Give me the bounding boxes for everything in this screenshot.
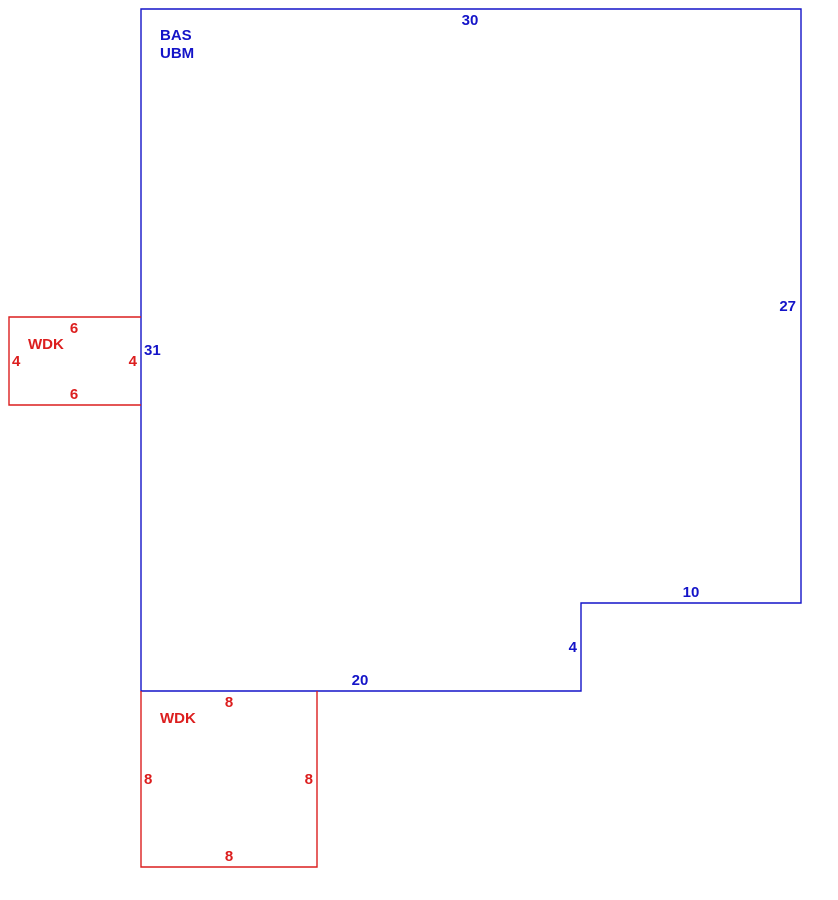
deck-left-dim-right: 4 <box>129 353 138 370</box>
deck-left-dim-bottom: 6 <box>70 386 78 403</box>
deck-left-dim-top: 6 <box>70 320 78 337</box>
deck-left-code: WDK <box>28 336 64 353</box>
deck-left-outline <box>8 316 141 406</box>
main-area-code-bas: BAS <box>160 27 192 44</box>
main-dim-step-vertical: 4 <box>569 639 578 656</box>
deck-bottom-dim-top: 8 <box>225 694 233 711</box>
deck-bottom-code: WDK <box>160 710 196 727</box>
main-dim-step-horizontal: 10 <box>683 584 700 601</box>
main-dim-left: 31 <box>144 342 161 359</box>
main-area-outline <box>140 8 802 692</box>
main-dim-right: 27 <box>779 298 796 315</box>
main-dim-bottom: 20 <box>352 672 369 689</box>
deck-bottom-dim-right: 8 <box>305 771 313 788</box>
deck-bottom-dim-bottom: 8 <box>225 848 233 865</box>
deck-bottom-outline <box>140 691 318 868</box>
deck-bottom-dim-left: 8 <box>144 771 152 788</box>
main-dim-top: 30 <box>462 12 479 29</box>
deck-left-dim-left: 4 <box>12 353 21 370</box>
main-area-code-ubm: UBM <box>160 45 194 62</box>
